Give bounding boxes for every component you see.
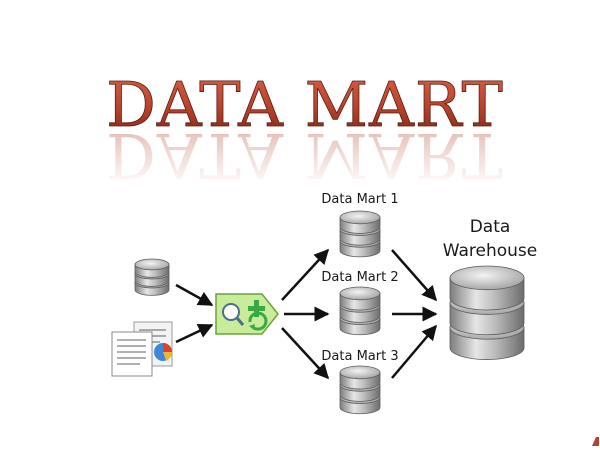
title-group: DATA MART DATA MART: [106, 68, 504, 192]
data-mart-2-database-icon: [339, 286, 381, 336]
disk-top: [449, 265, 525, 291]
disk-top: [339, 286, 381, 301]
title-reflection-text: DATA MART: [106, 119, 504, 192]
warehouse-label-line2: Warehouse: [443, 241, 537, 261]
data-mart-2: Data Mart 2: [321, 270, 399, 336]
disk-top: [339, 210, 381, 225]
data-mart-2-label: Data Mart 2: [321, 270, 398, 285]
data-warehouse: Data Warehouse: [443, 217, 537, 360]
source-database-icon: [134, 258, 170, 296]
corner-mark: [592, 437, 599, 446]
disk-top: [134, 258, 170, 271]
disk-top: [339, 365, 381, 380]
arrow-etl-to-mart-3: [281, 327, 330, 380]
data-mart-1-label: Data Mart 1: [321, 192, 398, 207]
page-title: DATA MART: [106, 68, 504, 141]
warehouse-label-line1: Data: [470, 217, 511, 237]
arrow-etl-to-mart-1: [281, 248, 330, 301]
search-transform-icon: [215, 293, 279, 335]
flow-arrows: [175, 248, 438, 380]
arrow-mart-1-to-warehouse: [391, 249, 437, 302]
data-mart-1-database-icon: [339, 210, 381, 258]
arrow-docs-to-etl: [175, 323, 214, 344]
documents-report-icon: [111, 321, 173, 377]
data-mart-1: Data Mart 1: [321, 192, 399, 258]
pie-chart-icon: [154, 343, 173, 361]
arrow-db-to-etl: [175, 283, 214, 307]
data-mart-3-database-icon: [339, 365, 381, 415]
warehouse-database-icon: [449, 265, 525, 360]
arrow-mart-3-to-warehouse: [391, 324, 437, 379]
title-reflection: DATA MART: [106, 119, 504, 192]
data-mart-3-label: Data Mart 3: [321, 349, 398, 364]
data-mart-3: Data Mart 3: [321, 349, 399, 415]
